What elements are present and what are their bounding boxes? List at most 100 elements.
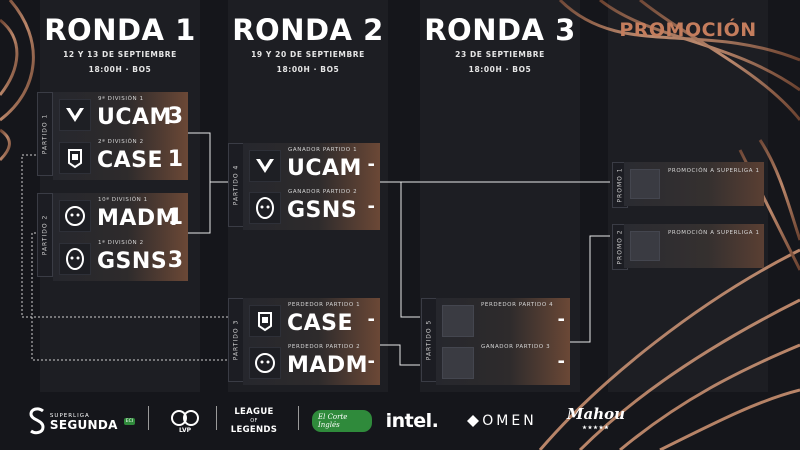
superliga-segunda-logo: SUPERLIGA SEGUNDA ECI [24,392,139,450]
match5-team-a[interactable]: PERDEDOR PARTIDO 4 - [436,298,570,343]
promo-subtitle: PROMOCIÓN A SUPERLIGA 1 [668,168,760,174]
round2-title: RONDA 2 [232,13,384,47]
sponsor-bar: SUPERLIGA SEGUNDA ECI LVP LEAGUE OF LEGE… [0,392,800,450]
sponsor-divider [148,406,149,430]
team-subtitle: GANADOR PARTIDO 3 [481,344,551,350]
lvp-icon [171,409,199,426]
team-score: 1 [167,205,183,230]
round2-time: 18:00H · BO5 [276,65,340,74]
madm-logo-icon [59,200,91,232]
sponsor-divider [298,406,299,430]
team-subtitle: GANADOR PARTIDO 2 [288,189,358,195]
madm-logo-icon [249,347,281,379]
match4-label: PARTIDO 4 [228,143,244,227]
team-score: - [367,351,375,372]
team-score: 3 [167,248,183,273]
match4-team-b[interactable]: GANADOR PARTIDO 2 GSNS - [243,185,380,230]
team-subtitle: 1ª DIVISIÓN 2 [98,240,144,246]
gsns-logo-icon [59,243,91,275]
empty-logo-icon [630,169,660,199]
omen-text: OMEN [482,413,537,429]
omen-diamond-icon [467,415,480,427]
team-score: - [367,154,375,175]
segunda-text: SEGUNDA [49,418,118,432]
round1-date: 12 Y 13 DE SEPTIEMBRE [63,50,177,59]
empty-logo-icon [442,305,474,337]
team-subtitle: PERDEDOR PARTIDO 2 [288,344,361,350]
elcorte-mini-tag: ECI [123,417,136,425]
omen-logo: OMEN [458,392,546,450]
team-subtitle: 9ª DIVISIÓN 1 [98,96,144,102]
round2-header: RONDA 2 19 Y 20 DE SEPTIEMBRE 18:00H · B… [228,12,388,74]
team-subtitle: PERDEDOR PARTIDO 4 [481,302,554,308]
mahou-stars: ★★★★★ [582,425,610,431]
lol-top-text: LEAGUE [234,406,274,417]
match5-team-b[interactable]: GANADOR PARTIDO 3 - [436,340,570,385]
sponsor-divider [216,406,217,430]
round1-time: 18:00H · BO5 [88,65,152,74]
intel-text: intel. [385,410,439,432]
team-score: - [557,351,565,372]
round3-header: RONDA 3 23 DE SEPTIEMBRE 18:00H · BO5 [420,12,580,74]
promo2-slot[interactable]: PROMOCIÓN A SUPERLIGA 1 [624,224,764,268]
promotion-header: PROMOCIÓN [608,12,768,48]
round1-header: RONDA 1 12 Y 13 DE SEPTIEMBRE 18:00H · B… [40,12,200,74]
lol-bottom-text: LEGENDS [230,424,278,435]
mahou-text: Mahou [566,405,626,423]
team-name: CASE [287,311,354,336]
superliga-text: SUPERLIGA [49,413,90,419]
match2-team-b[interactable]: 1ª DIVISIÓN 2 GSNS 3 [53,236,188,281]
team-name: UCAM [287,156,362,181]
match3-team-a[interactable]: PERDEDOR PARTIDO 1 CASE - [243,298,380,343]
superliga-s-icon [29,407,45,435]
team-name: GSNS [97,249,168,274]
empty-logo-icon [442,347,474,379]
empty-logo-icon [630,231,660,261]
promo-subtitle: PROMOCIÓN A SUPERLIGA 1 [668,230,760,236]
match5-label: PARTIDO 5 [421,298,437,382]
team-name: MADM [97,206,179,231]
round3-title: RONDA 3 [424,13,576,47]
match2-team-a[interactable]: 10ª DIVISIÓN 1 MADM 1 [53,193,188,238]
ucam-logo-icon [59,99,91,131]
team-subtitle: 10ª DIVISIÓN 1 [98,197,148,203]
match2-label: PARTIDO 2 [37,193,53,277]
lvp-text: LVP [178,426,192,434]
league-of-legends-logo: LEAGUE OF LEGENDS [224,392,284,450]
round3-time: 18:00H · BO5 [468,65,532,74]
match4-team-a[interactable]: GANADOR PARTIDO 1 UCAM - [243,143,380,188]
team-score: - [557,309,565,330]
case-logo-icon [249,305,281,337]
round2-date: 19 Y 20 DE SEPTIEMBRE [251,50,365,59]
team-score: 1 [167,147,183,172]
round3-date: 23 DE SEPTIEMBRE [455,50,545,59]
lvp-logo: LVP [162,392,208,450]
promo1-slot[interactable]: PROMOCIÓN A SUPERLIGA 1 [624,162,764,206]
case-logo-icon [59,142,91,174]
team-score: - [367,309,375,330]
match1-label: PARTIDO 1 [37,92,53,176]
promotion-title: PROMOCIÓN [619,19,757,41]
team-name: CASE [97,148,164,173]
team-name: UCAM [97,105,172,130]
team-subtitle: 2ª DIVISIÓN 2 [98,139,144,145]
match1-team-b[interactable]: 2ª DIVISIÓN 2 CASE 1 [53,135,188,180]
mahou-logo: Mahou ★★★★★ [564,392,628,450]
round1-title: RONDA 1 [44,13,196,47]
team-score: 3 [167,104,183,129]
team-subtitle: PERDEDOR PARTIDO 1 [288,302,361,308]
team-score: - [367,196,375,217]
match3-team-b[interactable]: PERDEDOR PARTIDO 2 MADM - [243,340,380,385]
elcorte-text: El Corte Inglés [312,410,372,432]
team-name: GSNS [287,198,358,223]
gsns-logo-icon [249,192,281,224]
team-subtitle: GANADOR PARTIDO 1 [288,147,358,153]
lol-of-text: OF [250,417,258,424]
team-name: MADM [287,353,369,378]
match1-team-a[interactable]: 9ª DIVISIÓN 1 UCAM 3 [53,92,188,137]
el-corte-ingles-logo: El Corte Inglés [312,392,372,450]
ucam-logo-icon [249,150,281,182]
match3-label: PARTIDO 3 [228,298,244,382]
intel-logo: intel. [385,392,439,450]
